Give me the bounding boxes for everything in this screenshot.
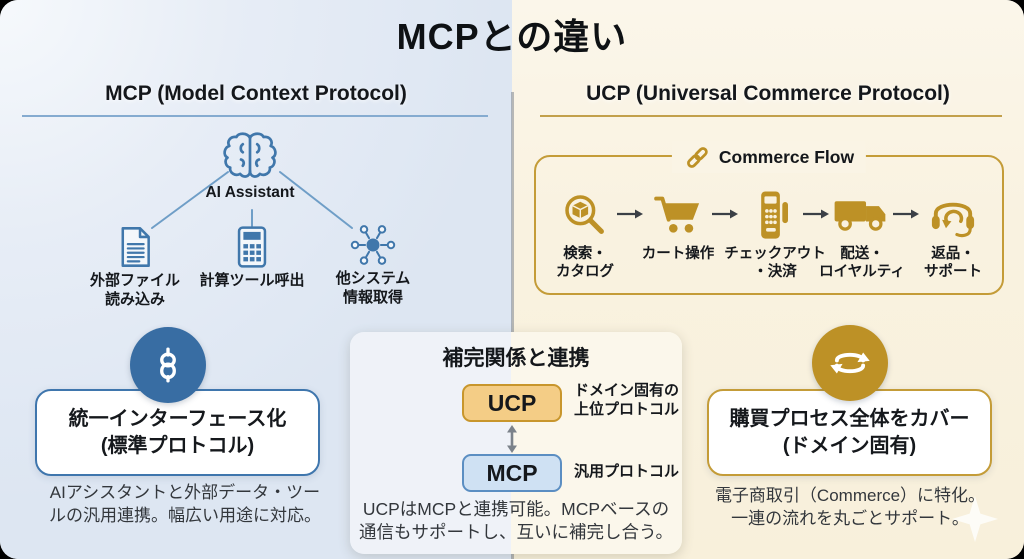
tree-connector-lines	[151, 171, 353, 229]
panel-divider	[511, 92, 514, 559]
sparkle-icon	[952, 496, 998, 542]
ucp-chip-note: ドメイン固有の 上位プロトコル	[574, 382, 680, 418]
mcp-heading-underline	[22, 115, 488, 117]
ucp-caption: 電子商取引（Commerce）に特化。 一連の流れを丸ごとサポート。	[714, 486, 986, 529]
mcp-caption: AIアシスタントと外部データ・ツー ルの汎用連携。幅広い用途に対応。	[49, 483, 321, 526]
ucp-summary-line1: 購買プロセス全体をカバー	[729, 408, 970, 430]
link-icon	[160, 347, 176, 383]
mcp-heading: MCP (Model Context Protocol)	[105, 82, 407, 105]
flow-arrow-icon	[617, 209, 643, 219]
relation-caption: UCPはMCPと連携可能。MCPベースの 通信もサポートし、互いに補完し合う。	[359, 499, 673, 543]
search-catalog-icon	[565, 195, 604, 234]
link-badge	[130, 327, 206, 403]
relation-box: 補完関係と連携 UCP ドメイン固有の 上位プロトコル MCP 汎用プロトコル …	[350, 332, 682, 554]
relation-title: 補完関係と連携	[442, 347, 590, 370]
mcp-summary-box: 統一インターフェース化 (標準プロトコル)	[35, 389, 320, 476]
ucp-heading: UCP (Universal Commerce Protocol)	[586, 82, 950, 105]
flow-step-label: 検索・ カタログ	[556, 246, 614, 280]
ai-assistant-label: AI Assistant	[205, 184, 295, 201]
cart-icon	[654, 196, 700, 233]
flow-step-search: 検索・ カタログ	[537, 188, 633, 281]
document-icon	[121, 227, 150, 267]
chain-icon	[687, 146, 708, 168]
node-label-external-files: 外部ファイル 読み込み	[89, 272, 180, 308]
node-label-calc-tools: 計算ツール呼出	[199, 272, 305, 289]
flow-step-returns: 返品・ サポート	[901, 188, 1005, 281]
ai-brain-icon	[223, 132, 277, 178]
network-icon	[350, 225, 396, 265]
delivery-truck-icon	[834, 201, 886, 231]
commerce-flow-legend: Commerce Flow	[671, 141, 867, 173]
flow-step-checkout: チェックアウト ・決済	[722, 188, 828, 281]
sync-icon	[830, 352, 870, 374]
bidirectional-arrow-icon	[507, 425, 517, 453]
flow-arrow-icon	[803, 209, 829, 219]
flow-arrow-icon	[893, 209, 919, 219]
calculator-icon	[237, 226, 267, 268]
mcp-summary-line1: 統一インターフェース化	[68, 408, 287, 430]
sync-badge	[812, 325, 888, 401]
flow-step-label: チェックアウト ・決済	[724, 246, 826, 280]
flow-step-label: カート操作	[641, 246, 715, 262]
node-label-other-systems: 他システム 情報取得	[335, 270, 411, 306]
ucp-chip: UCP	[462, 384, 562, 422]
commerce-flow-title: Commerce Flow	[718, 146, 855, 167]
flow-arrow-icon	[712, 209, 738, 219]
mcp-chip-note: 汎用プロトコル	[574, 463, 680, 480]
payment-terminal-icon	[761, 191, 788, 239]
ucp-heading-underline	[540, 115, 1002, 117]
mcp-chip: MCP	[462, 454, 562, 492]
ucp-summary-line2: (ドメイン固有)	[782, 435, 917, 457]
mcp-summary-line2: (標準プロトコル)	[100, 435, 255, 457]
flow-step-label: 返品・ サポート	[924, 246, 982, 280]
returns-support-icon	[931, 202, 975, 238]
flow-step-delivery: 配送・ ロイヤルティ	[810, 188, 914, 281]
commerce-flow-frame: Commerce Flow	[534, 141, 1004, 295]
flow-step-label: 配送・ ロイヤルティ	[819, 246, 905, 280]
ucp-summary-box: 購買プロセス全体をカバー (ドメイン固有)	[707, 389, 992, 476]
flow-step-cart: カート操作	[630, 188, 726, 264]
page-title: MCPとの違い	[396, 16, 628, 57]
